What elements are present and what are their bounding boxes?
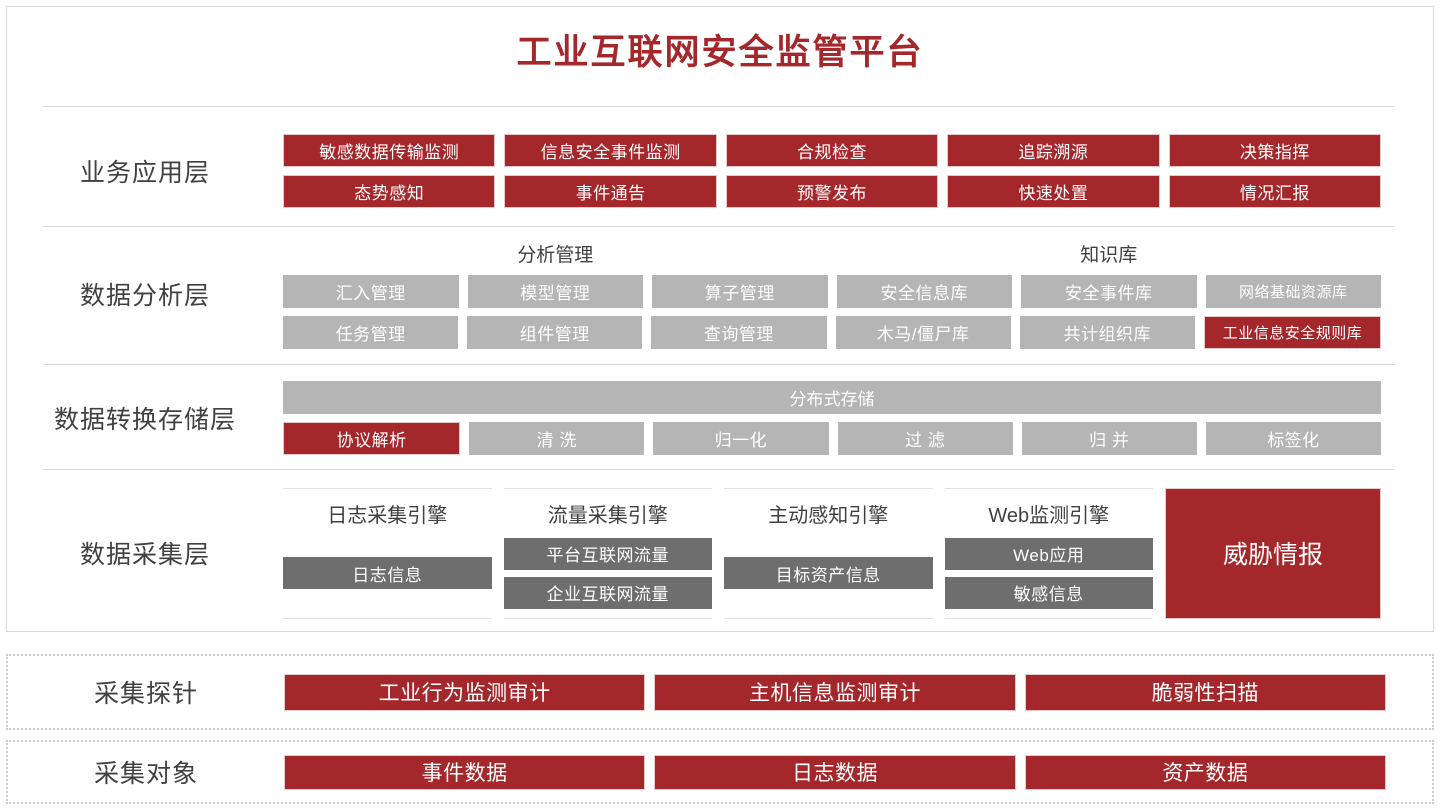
layer-label-storage: 数据转换存储层 [53,406,236,434]
engine-web-monitoring: Web监测引擎 Web应用 敏感信息 [944,487,1153,619]
analysis-card[interactable]: 汇入管理 [283,274,459,308]
layer-data-analysis: 数据分析层 分析管理 知识库 汇入管理 模型管理 算子管理 安全信息库 安全事件… [7,229,1433,359]
storage-card[interactable]: 归一化 [653,422,829,455]
probe-card[interactable]: 工业行为监测审计 [284,673,646,711]
app-card[interactable]: 合规检查 [725,134,939,167]
analysis-card[interactable]: 查询管理 [651,315,827,349]
layer-label-collect: 数据采集层 [79,541,210,569]
probe-card[interactable]: 脆弱性扫描 [1024,673,1386,711]
storage-card-highlighted[interactable]: 协议解析 [283,422,461,455]
section-label-object: 采集对象 [93,760,198,788]
section-collection-probe: 采集探针 工业行为监测审计 主机信息监测审计 脆弱性扫描 [6,654,1434,730]
engine-name: 流量采集引擎 [547,504,668,527]
engine-name: 主动感知引擎 [768,504,889,527]
layer-label-analysis: 数据分析层 [79,282,210,310]
section-label-probe: 采集探针 [93,680,198,708]
engine-item[interactable]: 企业互联网流量 [503,576,712,609]
storage-card[interactable]: 归 并 [1021,422,1197,455]
storage-card[interactable]: 过 滤 [837,422,1013,455]
layer-data-storage: 数据转换存储层 分布式存储 协议解析 清 洗 归一化 过 滤 归 并 标签化 [7,372,1433,464]
group-header-knowledge-base: 知识库 [1080,244,1138,266]
object-card[interactable]: 日志数据 [654,754,1016,790]
analysis-card[interactable]: 木马/僵尸库 [835,315,1011,349]
object-row: 事件数据 日志数据 资产数据 [284,754,1386,790]
analysis-card[interactable]: 网络基础资源库 [1205,274,1381,308]
engine-item[interactable]: 目标资产信息 [724,557,933,589]
analysis-card[interactable]: 共计组织库 [1019,315,1195,349]
engine-item[interactable]: 敏感信息 [944,576,1153,609]
business-row-2: 态势感知 事件通告 预警发布 快速处置 情况汇报 [283,175,1382,208]
threat-intelligence-block[interactable]: 威胁情报 [1165,487,1381,619]
storage-row: 协议解析 清 洗 归一化 过 滤 归 并 标签化 [283,422,1382,455]
app-card[interactable]: 追踪溯源 [947,134,1160,167]
engine-log-collection: 日志采集引擎 日志信息 [283,487,492,619]
app-card[interactable]: 决策指挥 [1168,134,1382,167]
app-card[interactable]: 态势感知 [283,175,496,208]
section-collection-object: 采集对象 事件数据 日志数据 资产数据 [6,740,1434,804]
engine-item[interactable]: 平台互联网流量 [503,537,712,570]
group-header-analysis-mgmt: 分析管理 [517,244,594,266]
analysis-group-headers: 分析管理 知识库 [283,240,1381,267]
business-row-1: 敏感数据传输监测 信息安全事件监测 合规检查 追踪溯源 决策指挥 [283,134,1382,167]
app-card[interactable]: 敏感数据传输监测 [283,134,496,167]
object-card[interactable]: 事件数据 [284,754,646,790]
analysis-card[interactable]: 安全事件库 [1021,274,1197,308]
separator-line [43,469,1395,470]
storage-card[interactable]: 标签化 [1205,422,1382,455]
analysis-card-highlighted[interactable]: 工业信息安全规则库 [1203,315,1382,349]
layer-label-business: 业务应用层 [79,159,210,187]
engine-traffic-collection: 流量采集引擎 平台互联网流量 企业互联网流量 [503,487,712,619]
engine-item[interactable]: 日志信息 [283,557,492,589]
separator-line [43,364,1395,365]
page-title: 工业互联网安全监管平台 [516,33,924,72]
analysis-row-2: 任务管理 组件管理 查询管理 木马/僵尸库 共计组织库 工业信息安全规则库 [283,315,1382,349]
analysis-card[interactable]: 组件管理 [467,315,643,349]
probe-card[interactable]: 主机信息监测审计 [654,673,1016,711]
engine-name: Web监测引擎 [988,504,1110,527]
separator-line [43,106,1395,107]
storage-card[interactable]: 清 洗 [469,422,645,455]
app-card[interactable]: 快速处置 [947,175,1160,208]
app-card[interactable]: 事件通告 [504,175,717,208]
layer-business-application: 业务应用层 敏感数据传输监测 信息安全事件监测 合规检查 追踪溯源 决策指挥 态… [7,125,1433,217]
layer-data-collection: 数据采集层 日志采集引擎 日志信息 流量采集引擎 平台互联网流量 企业互联网流量 [7,477,1433,629]
distributed-storage-bar[interactable]: 分布式存储 [283,381,1381,414]
analysis-card[interactable]: 安全信息库 [836,274,1012,308]
analysis-card[interactable]: 算子管理 [652,274,828,308]
app-card[interactable]: 预警发布 [725,175,939,208]
app-card[interactable]: 信息安全事件监测 [504,134,717,167]
analysis-card[interactable]: 任务管理 [283,315,459,349]
analysis-row-1: 汇入管理 模型管理 算子管理 安全信息库 安全事件库 网络基础资源库 [283,274,1381,308]
main-panel: 工业互联网安全监管平台 业务应用层 敏感数据传输监测 信息安全事件监测 合规检查… [6,6,1434,632]
engine-active-sensing: 主动感知引擎 目标资产信息 [724,487,933,619]
engine-name: 日志采集引擎 [327,504,448,527]
engine-item[interactable]: Web应用 [944,537,1153,570]
probe-row: 工业行为监测审计 主机信息监测审计 脆弱性扫描 [284,673,1386,711]
analysis-card[interactable]: 模型管理 [467,274,643,308]
separator-line [43,226,1395,227]
object-card[interactable]: 资产数据 [1024,754,1386,790]
app-card[interactable]: 情况汇报 [1168,175,1382,208]
